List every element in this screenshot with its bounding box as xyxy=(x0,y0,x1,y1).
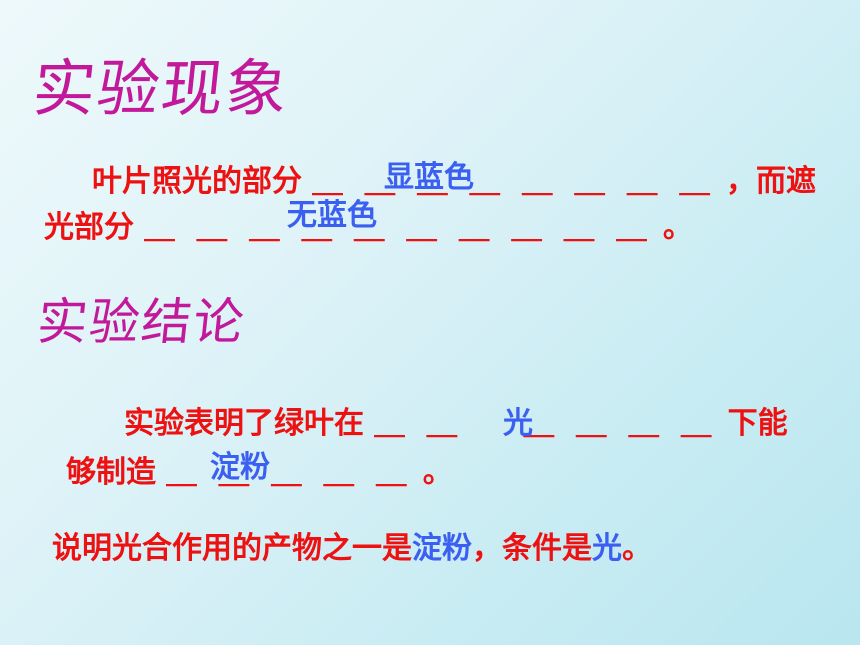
conclusion-blank-2: ＿ ＿ ＿ ＿ ＿ xyxy=(166,455,413,490)
conclusion-blank-1a: ＿ ＿ xyxy=(374,406,463,441)
heading-conclusion: 实验结论 xyxy=(34,293,249,351)
summary-product: 淀粉 xyxy=(412,531,472,566)
conclusion-line-2-text: 够制造 xyxy=(66,455,156,490)
conclusion-blank-1b: ＿ ＿ ＿ ＿ xyxy=(523,406,718,441)
conclusion-line-1-end: 下能 xyxy=(727,406,788,441)
conclusion-line-1: 实验表明了绿叶在 ＿ ＿ ＿ ＿ ＿ ＿ 下能 xyxy=(124,398,788,442)
summary-line: 说明光合作用的产物之一是淀粉，条件是光。 xyxy=(52,523,652,567)
phenomenon-line-2-text: 光部分 xyxy=(44,210,134,245)
summary-condition: 光 xyxy=(592,531,622,566)
phenomenon-blank-1: ＿ ＿ ＿ ＿ ＿ ＿ ＿ ＿ xyxy=(312,164,716,199)
summary-part-1: 说明光合作用的产物之一是 xyxy=(52,531,412,566)
summary-end: 。 xyxy=(622,531,652,566)
summary-part-2: ，条件是 xyxy=(472,531,592,566)
phenomenon-line-1-text: 叶片照光的部分 xyxy=(92,164,302,199)
answer-light: 光 xyxy=(503,406,533,441)
conclusion-line-2-end: 。 xyxy=(422,455,453,490)
phenomenon-line-1-end: ，而遮 xyxy=(726,164,817,199)
phenomenon-line-1: 叶片照光的部分 ＿ ＿ ＿ ＿ ＿ ＿ ＿ ＿ ，而遮 xyxy=(92,156,816,200)
answer-no-blue: 无蓝色 xyxy=(287,198,377,233)
phenomenon-line-2-end: 。 xyxy=(662,210,693,245)
conclusion-line-1-text: 实验表明了绿叶在 xyxy=(124,406,364,441)
heading-phenomenon: 实验现象 xyxy=(29,52,294,125)
phenomenon-line-2: 光部分 ＿ ＿ ＿ ＿ ＿ ＿ ＿ ＿ ＿ ＿ 。 xyxy=(44,202,693,246)
conclusion-line-2: 够制造 ＿ ＿ ＿ ＿ ＿ 。 xyxy=(66,447,453,491)
answer-show-blue: 显蓝色 xyxy=(384,160,474,195)
phenomenon-blank-2: ＿ ＿ ＿ ＿ ＿ ＿ ＿ ＿ ＿ ＿ xyxy=(144,210,653,245)
answer-starch: 淀粉 xyxy=(210,450,270,485)
